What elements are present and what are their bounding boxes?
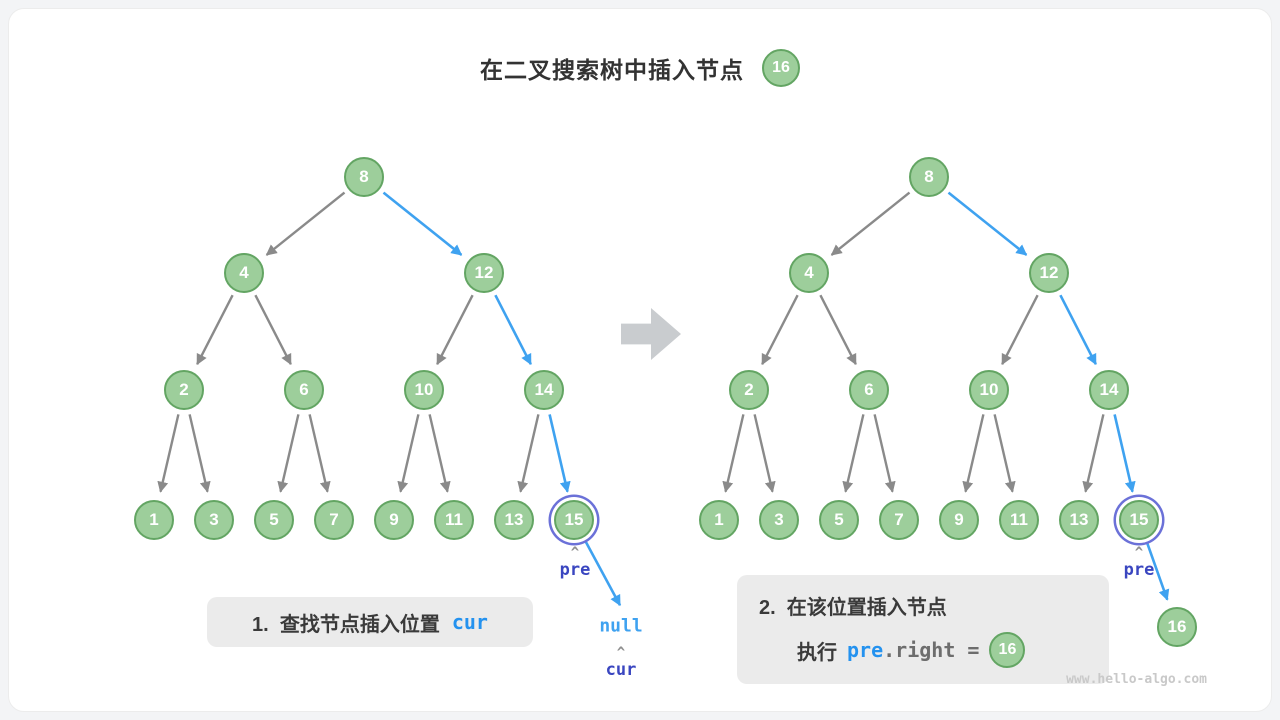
tree-edge — [308, 414, 331, 493]
caption2-exec-text: 执行 — [797, 641, 837, 664]
caption2-line2: 执行 pre.right = 16 — [797, 632, 1087, 668]
tree2-node: 2 — [729, 370, 769, 410]
tree-edge — [722, 414, 745, 493]
transition-arrow-icon — [621, 308, 681, 360]
tree-edge-highlighted — [494, 294, 532, 366]
tree-edge — [265, 191, 346, 256]
tree-edge — [188, 414, 211, 493]
tree-edge — [761, 294, 799, 366]
figure-title: 在二叉搜索树中插入节点 — [480, 57, 744, 83]
tree1-node: 7 — [314, 500, 354, 540]
caption2-code: pre.right = — [847, 638, 979, 663]
tree-edge — [962, 414, 985, 493]
tree-edge — [1001, 294, 1039, 366]
caption1-cur-code: cur — [451, 610, 488, 634]
caret-up-icon: ^ — [616, 645, 626, 661]
watermark: www.hello-algo.com — [1066, 672, 1207, 687]
tree1-node: 3 — [194, 500, 234, 540]
caption2-pre-code: pre — [847, 637, 884, 662]
tree2-node: 12 — [1029, 253, 1069, 293]
tree2-node: 4 — [789, 253, 829, 293]
title-node-badge: 16 — [762, 49, 800, 87]
tree2-node: 11 — [999, 500, 1039, 540]
pre-pointer-step1: ^ pre — [560, 546, 591, 579]
caption-step2: 2. 在该位置插入节点 执行 pre.right = 16 — [737, 575, 1109, 684]
tree-edge — [397, 414, 420, 493]
tree-edge-highlighted — [1113, 414, 1136, 493]
tree-edge — [842, 414, 865, 493]
tree-edge — [277, 414, 300, 493]
tree-edge — [517, 414, 540, 493]
tree-edge — [428, 414, 451, 493]
tree2-node: 9 — [939, 500, 979, 540]
null-label: null — [599, 615, 643, 637]
tree2-node: 5 — [819, 500, 859, 540]
tree2-node: 1 — [699, 500, 739, 540]
tree1-node: 1 — [134, 500, 174, 540]
tree1-node-pre-highlight: 15 — [554, 500, 594, 540]
tree2-node: 8 — [909, 157, 949, 197]
tree-edge — [436, 294, 474, 366]
cur-label: cur — [605, 660, 637, 680]
caption-step1: 1. 查找节点插入位置 cur — [207, 597, 533, 647]
figure-card: 在二叉搜索树中插入节点 16 8 4 12 2 6 10 14 1 3 5 7 … — [8, 8, 1272, 712]
tree-edge — [1082, 414, 1105, 493]
tree1-node: 5 — [254, 500, 294, 540]
figure-title-row: 在二叉搜索树中插入节点 16 — [9, 49, 1271, 87]
tree2-node: 14 — [1089, 370, 1129, 410]
tree-edge-highlighted — [548, 414, 571, 493]
tree2-node: 10 — [969, 370, 1009, 410]
tree1-node: 14 — [524, 370, 564, 410]
caption1-text: 1. 查找节点插入位置 — [252, 613, 440, 636]
caret-up-icon: ^ — [570, 545, 580, 561]
tree-edge — [196, 294, 234, 366]
tree1-node: 12 — [464, 253, 504, 293]
tree1-node: 9 — [374, 500, 414, 540]
caption2-line1: 2. 在该位置插入节点 — [759, 597, 947, 619]
caption2-right-code: .right = — [883, 637, 980, 662]
tree-edge — [830, 191, 911, 256]
tree2-node-inserted: 16 — [1157, 607, 1197, 647]
tree-edge — [819, 294, 857, 366]
tree-edge — [873, 414, 896, 493]
tree1-node: 10 — [404, 370, 444, 410]
tree1-node: 4 — [224, 253, 264, 293]
caret-up-icon: ^ — [1134, 545, 1144, 561]
tree-edge-highlighted — [1059, 294, 1097, 366]
tree-edge — [254, 294, 292, 366]
tree1-node: 6 — [284, 370, 324, 410]
tree2-node-pre-highlight: 15 — [1119, 500, 1159, 540]
cur-pointer-step1: ^ cur — [606, 646, 637, 679]
pre-label: pre — [559, 560, 591, 580]
tree1-node: 13 — [494, 500, 534, 540]
pre-label: pre — [1123, 560, 1155, 580]
tree2-node: 7 — [879, 500, 919, 540]
tree-edge — [157, 414, 180, 493]
tree1-node: 11 — [434, 500, 474, 540]
tree-edge — [993, 414, 1016, 493]
caption2-node-16: 16 — [989, 632, 1026, 668]
tree-edge — [753, 414, 776, 493]
tree-edge-highlighted — [947, 191, 1028, 256]
tree-edge-highlighted — [382, 191, 463, 256]
tree2-node: 3 — [759, 500, 799, 540]
pre-pointer-step2: ^ pre — [1124, 546, 1155, 579]
tree2-node: 13 — [1059, 500, 1099, 540]
tree-edge-highlighted — [584, 541, 622, 607]
tree1-node: 8 — [344, 157, 384, 197]
tree1-node: 2 — [164, 370, 204, 410]
tree2-node: 6 — [849, 370, 889, 410]
